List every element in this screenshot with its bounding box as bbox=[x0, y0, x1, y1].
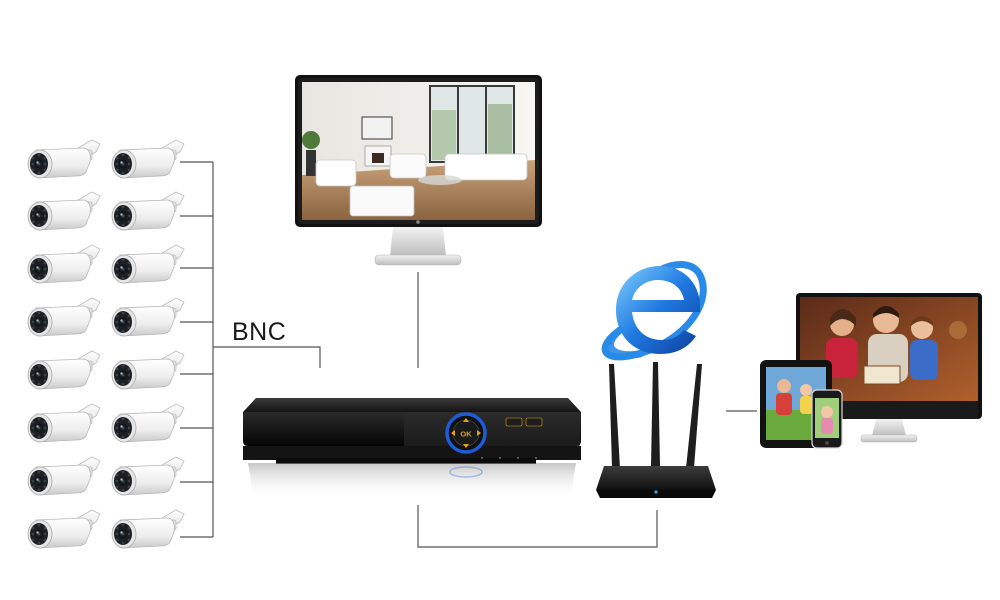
router-icon bbox=[596, 362, 716, 498]
internet-explorer-icon bbox=[605, 265, 703, 357]
dvr-ok-label: OK bbox=[460, 430, 472, 439]
camera-icon bbox=[28, 457, 100, 495]
living-room-image bbox=[302, 82, 535, 220]
bnc-connection-label: BNC bbox=[232, 318, 286, 347]
camera-icon bbox=[28, 510, 100, 548]
camera-icon bbox=[28, 298, 100, 336]
camera-stub-lines bbox=[180, 162, 213, 537]
camera-icon bbox=[112, 140, 184, 178]
dvr-router-line bbox=[418, 505, 657, 547]
bnc-cable-line bbox=[213, 347, 320, 368]
smartphone-icon bbox=[812, 390, 842, 448]
camera-icon bbox=[112, 245, 184, 283]
antenna bbox=[651, 362, 660, 466]
dvr-button bbox=[506, 418, 522, 426]
camera-icon bbox=[112, 298, 184, 336]
camera-icon bbox=[112, 510, 184, 548]
camera-icon bbox=[28, 140, 100, 178]
camera-icon bbox=[28, 192, 100, 230]
camera-icon bbox=[28, 245, 100, 283]
camera-icon bbox=[28, 404, 100, 442]
camera-array bbox=[28, 140, 184, 548]
dvr-icon: OK bbox=[243, 398, 581, 500]
dvr-reflection bbox=[248, 463, 576, 500]
camera-icon bbox=[112, 457, 184, 495]
camera-icon bbox=[112, 404, 184, 442]
monitor-icon bbox=[295, 75, 542, 265]
camera-icon bbox=[28, 351, 100, 389]
router-status-led bbox=[654, 490, 657, 493]
antenna bbox=[686, 364, 702, 468]
camera-icon bbox=[112, 351, 184, 389]
camera-icon bbox=[112, 192, 184, 230]
antenna bbox=[609, 364, 620, 468]
dvr-button bbox=[526, 418, 542, 426]
